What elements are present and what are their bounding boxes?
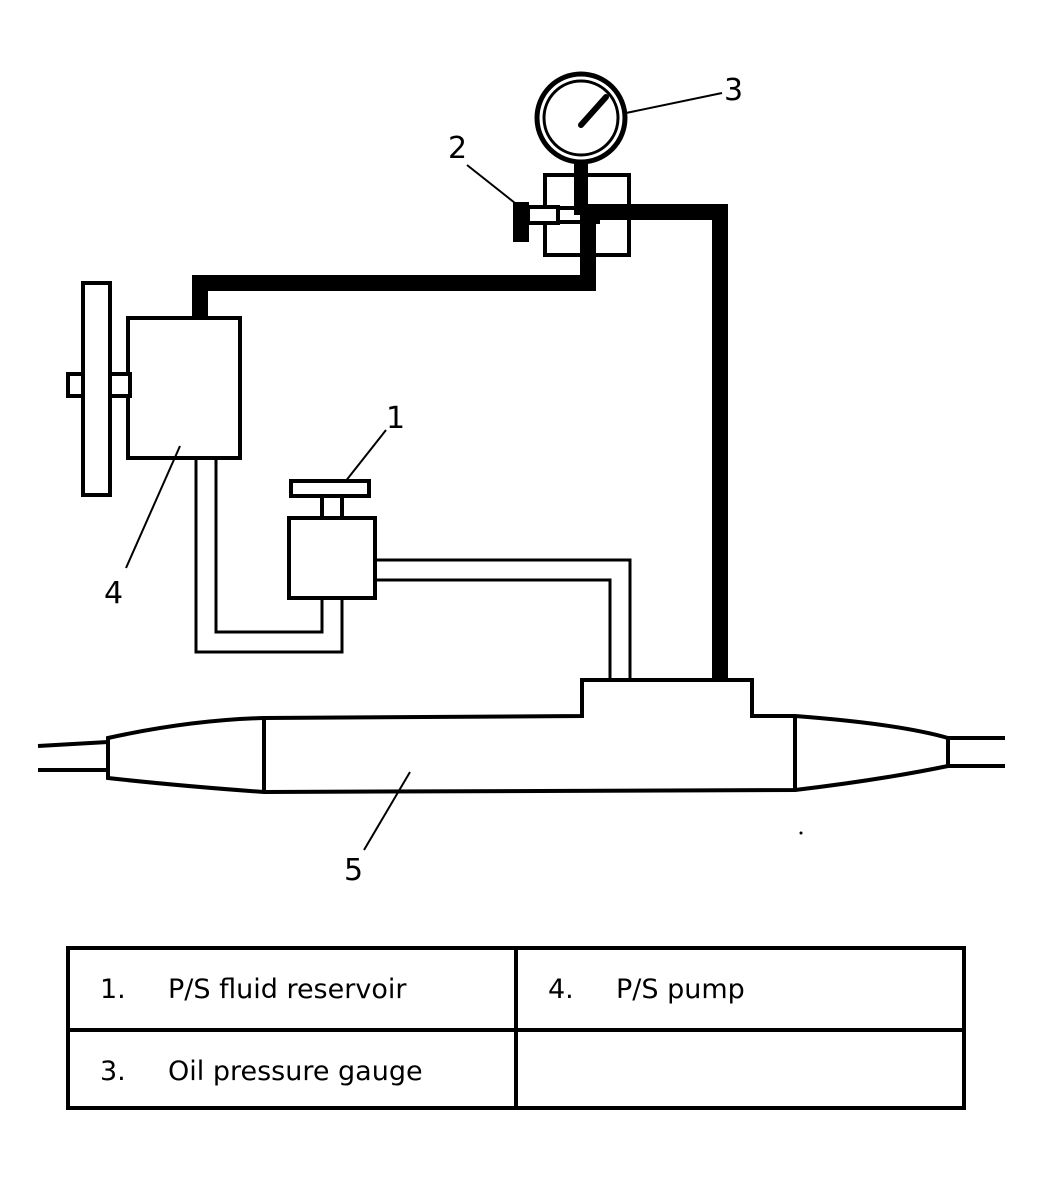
stray-dot (799, 831, 803, 835)
steering-gear-housing (37, 678, 1005, 795)
legend-number: 1. (100, 973, 126, 1005)
power-steering-test-diagram: 1 2 3 4 5 (37, 71, 1005, 888)
callout-4: 4 (104, 576, 123, 611)
callout-5: 5 (344, 853, 363, 888)
legend-number: 3. (100, 1055, 126, 1087)
return-line-pump-to-reservoir (194, 458, 344, 654)
leader-lines (125, 92, 723, 851)
ps-pump (66, 281, 242, 497)
legend-cell: 3. Oil pressure gauge (70, 1028, 518, 1110)
legend-row: 3. Oil pressure gauge (70, 1028, 962, 1110)
return-line-gear-to-reservoir (376, 558, 632, 678)
callout-1: 1 (386, 401, 405, 436)
legend-label: P/S pump (616, 973, 745, 1005)
legend-cell: 4. P/S pump (514, 950, 962, 1032)
callout-2: 2 (448, 131, 467, 166)
legend-cell: 1. P/S fluid reservoir (70, 950, 518, 1032)
parts-legend-table: 1. P/S fluid reservoir 4. P/S pump 3. Oil p… (66, 946, 966, 1110)
oil-pressure-gauge (534, 71, 628, 165)
legend-row: 1. P/S fluid reservoir 4. P/S pump (70, 950, 962, 1032)
legend-number: 4. (548, 973, 574, 1005)
shutoff-valve-handle (513, 202, 560, 242)
ps-fluid-reservoir (287, 479, 377, 600)
high-pressure-line (192, 204, 728, 682)
legend-grid: 1. P/S fluid reservoir 4. P/S pump 3. Oil p… (70, 950, 962, 1110)
callout-3: 3 (724, 73, 743, 108)
legend-label: P/S fluid reservoir (168, 973, 407, 1005)
legend-label: Oil pressure gauge (168, 1055, 423, 1087)
legend-cell-empty (514, 1028, 962, 1110)
